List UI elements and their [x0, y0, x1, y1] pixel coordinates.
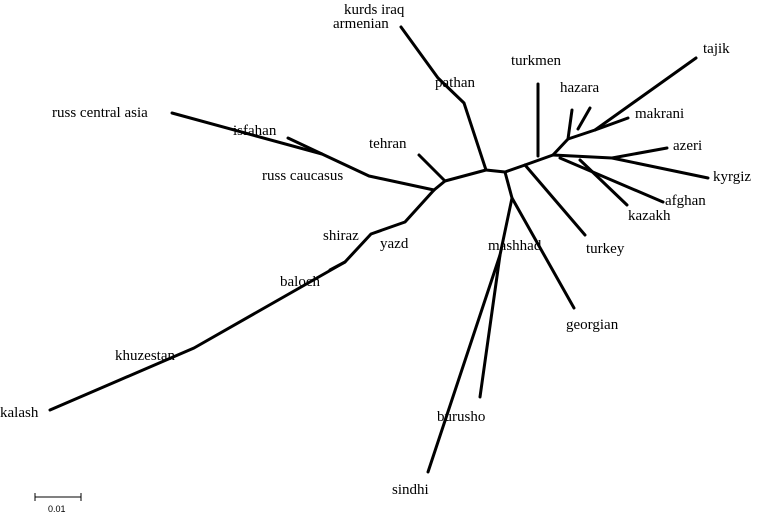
tip-label-russ-central-asia: russ central asia [52, 105, 148, 121]
branch-armenian [399, 25, 488, 172]
tip-label-baloch: baloch [280, 274, 320, 290]
branch-hazara [566, 108, 574, 141]
branch-russ-central-asia [170, 111, 436, 192]
tip-label-burusho: burusho [437, 409, 485, 425]
branch-baloch [328, 260, 347, 272]
branch-kalash [48, 188, 436, 412]
tip-label-hazara: hazara [560, 80, 599, 96]
branch-burusho [478, 253, 502, 399]
branch-spine-right [484, 153, 555, 174]
tree-branches [48, 25, 710, 474]
branch-isfahan [286, 136, 324, 156]
tip-label-afghan: afghan [665, 193, 706, 209]
branch-mashhad [498, 196, 514, 257]
branch-tajik [551, 56, 698, 157]
tip-label-kalash: kalash [0, 405, 39, 421]
tip-label-kurds-iraq: kurds iraq [344, 2, 405, 18]
tip-label-shiraz: shiraz [323, 228, 359, 244]
tip-label-yazd: yazd [380, 236, 409, 252]
tip-label-mashhad: mashhad [488, 238, 542, 254]
scale-bar-label: 0.01 [48, 504, 66, 513]
branch-hazara-b [576, 106, 592, 131]
branch-tehran [417, 153, 447, 183]
branch-kyrgiz [610, 156, 710, 180]
branch-azeri [551, 146, 669, 160]
branch-makrani [593, 116, 630, 132]
tip-label-azeri: azeri [673, 138, 702, 154]
tip-label-makrani: makrani [635, 106, 684, 122]
branch-sindhi [426, 253, 502, 474]
tip-label-sindhi: sindhi [392, 482, 429, 498]
tip-label-khuzestan: khuzestan [115, 348, 175, 364]
tip-label-turkmen: turkmen [511, 53, 561, 69]
branch-spine-left [432, 168, 488, 192]
branch-turkey [523, 163, 587, 237]
tip-label-isfahan: isfahan [233, 123, 277, 139]
tip-label-kazakh: kazakh [628, 208, 671, 224]
tip-label-armenian: armenian [333, 16, 389, 32]
tip-label-turkey: turkey [586, 241, 625, 257]
tip-labels: kurds iraq armenian pathan turkmen tajik… [0, 2, 751, 498]
branch-afghan [558, 156, 665, 204]
tip-label-pathan: pathan [435, 75, 475, 91]
tip-label-tehran: tehran [369, 136, 407, 152]
branch-kazakh [578, 158, 629, 207]
scale-bar: 0.01 [34, 493, 82, 513]
tip-label-kyrgiz: kyrgiz [713, 169, 751, 185]
tip-label-tajik: tajik [703, 41, 730, 57]
tip-label-georgian: georgian [566, 317, 619, 333]
tip-label-russ-caucasus: russ caucasus [262, 168, 343, 184]
